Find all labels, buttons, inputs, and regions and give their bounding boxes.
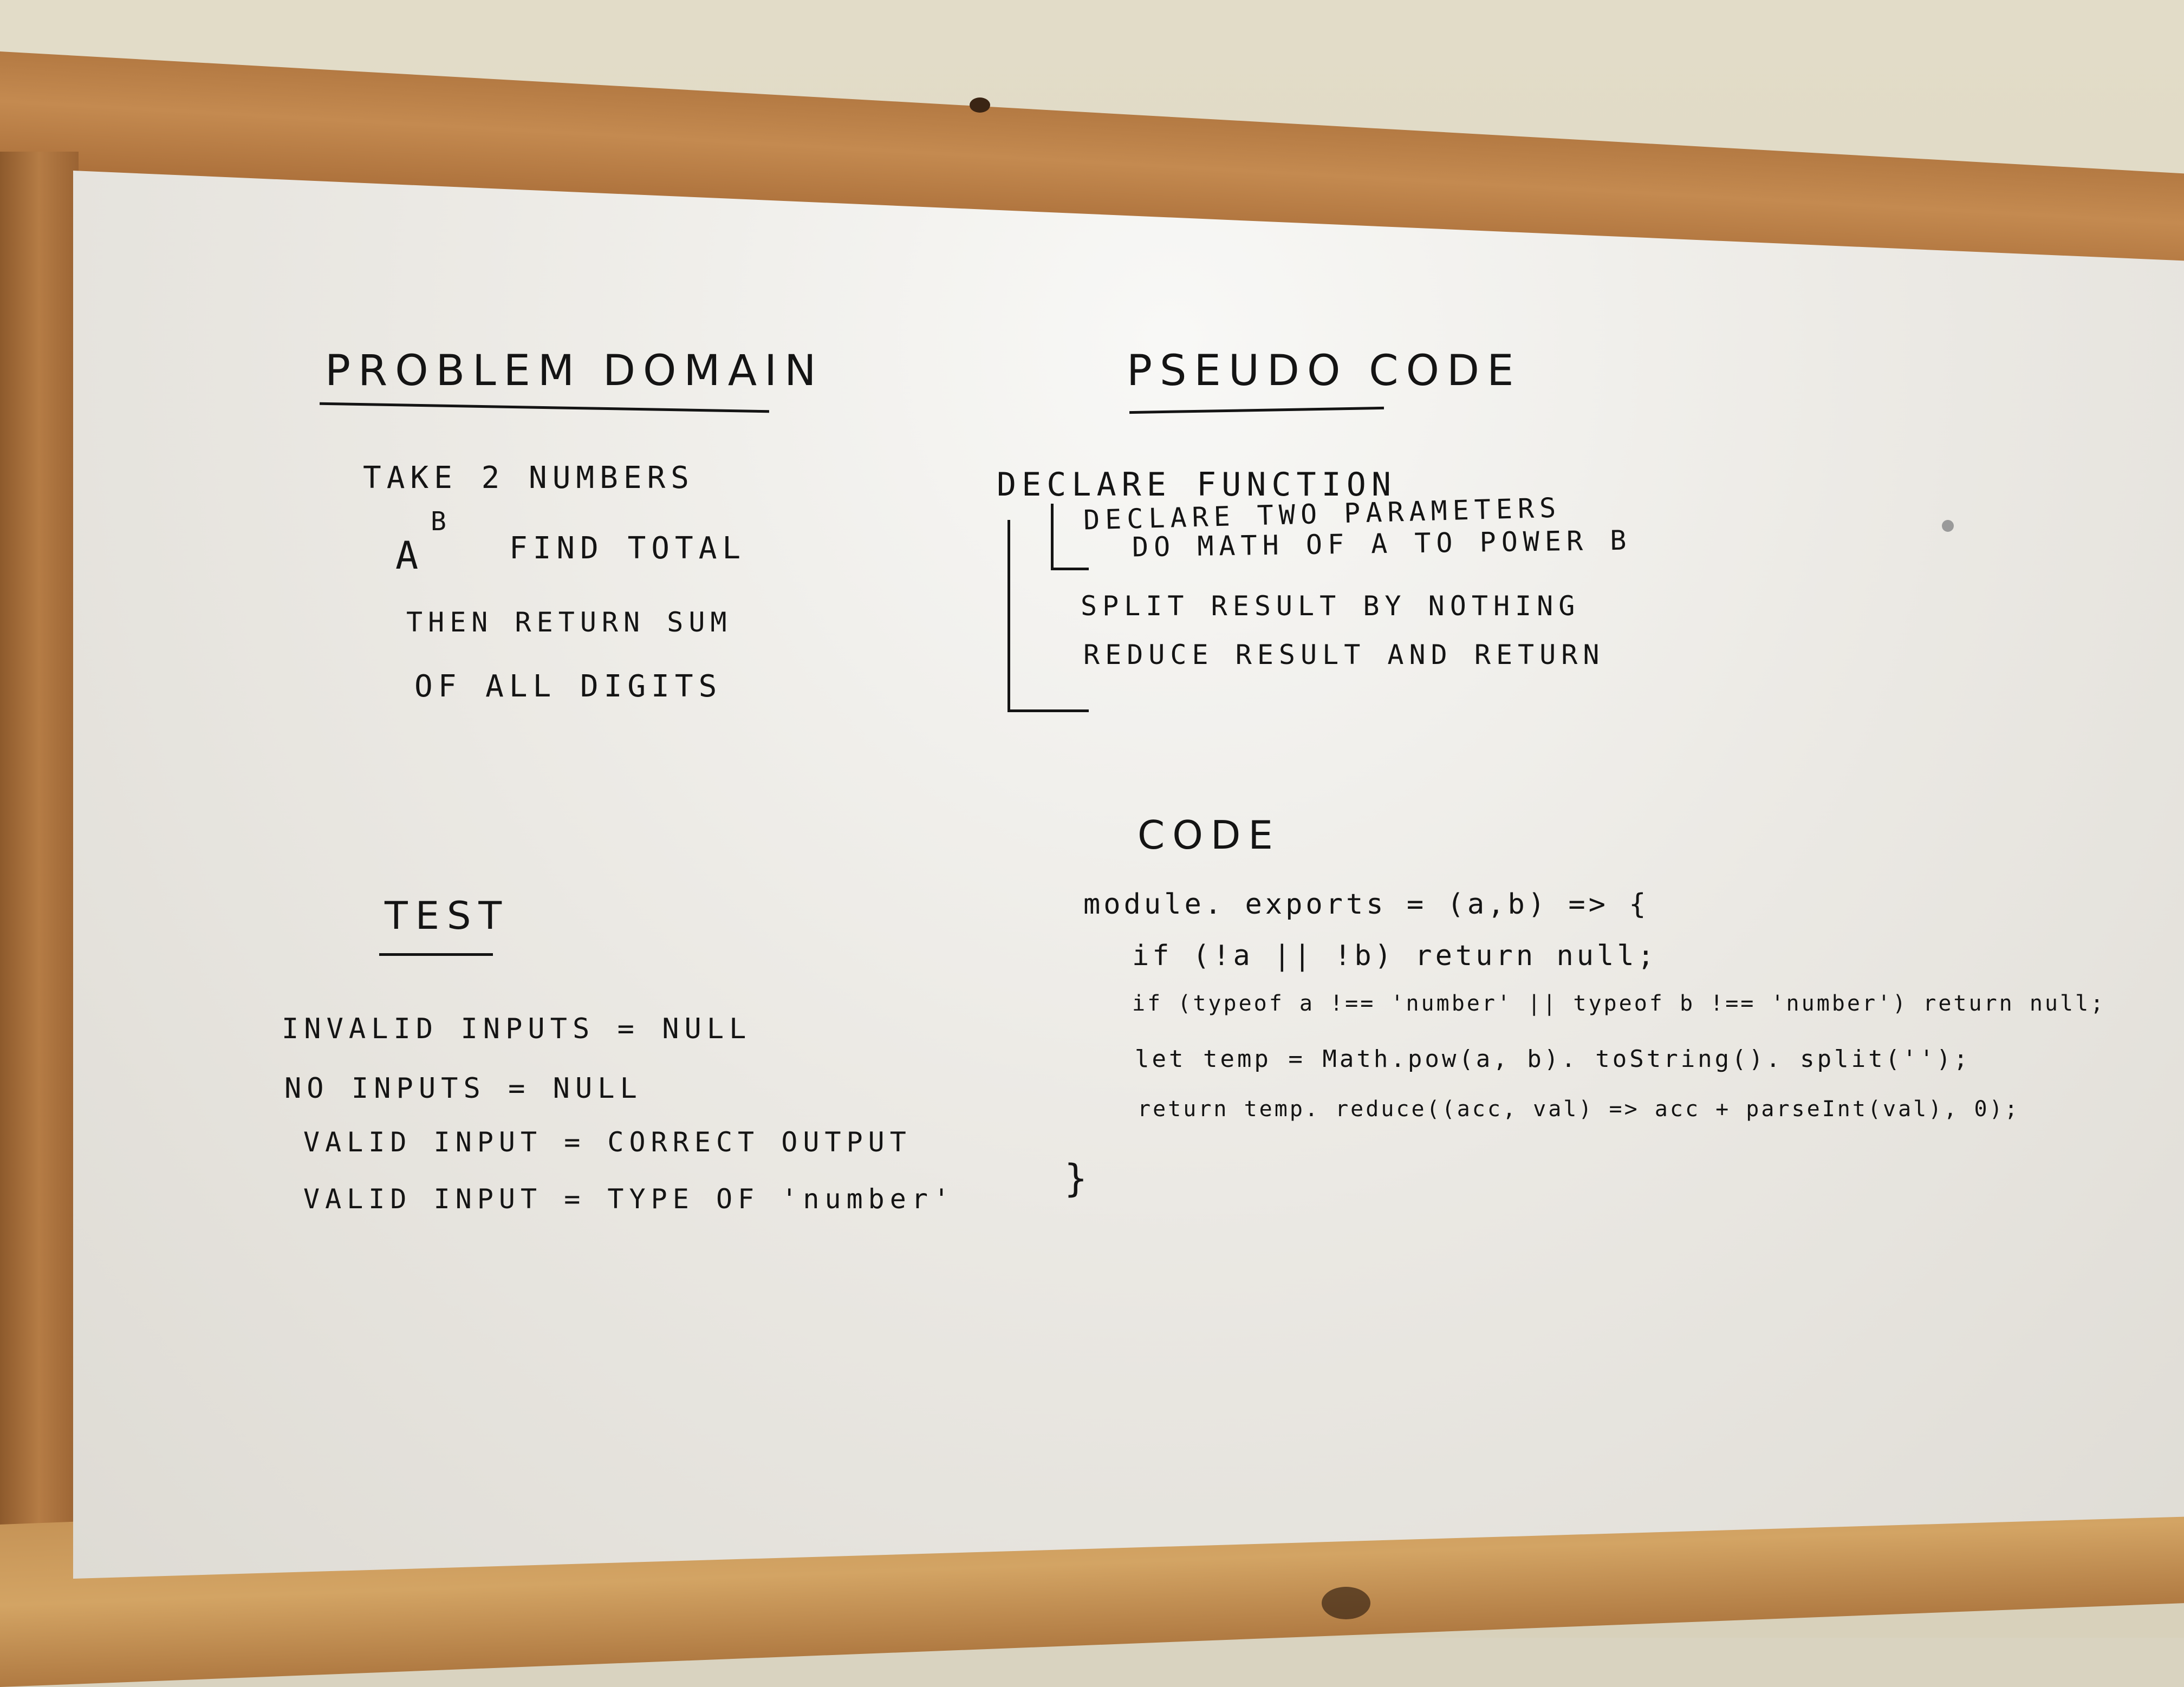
wood-knot [1322,1587,1370,1619]
whiteboard-magnet [1942,520,1954,532]
code-title: CODE [1138,812,1280,858]
pseudo-line: DECLARE FUNCTION [997,466,1396,504]
code-line: if (!a || !b) return null; [1132,940,1658,972]
problem-domain-title: PROBLEM DOMAIN [325,347,824,395]
code-line: } [1064,1156,1091,1201]
test-line: NO INPUTS = NULL [284,1072,642,1105]
wood-knot [970,97,990,113]
pseudo-line: SPLIT RESULT BY NOTHING [1081,590,1581,622]
pseudo-line: REDUCE RESULT AND RETURN [1083,639,1605,670]
code-line: return temp. reduce((acc, val) => acc + … [1138,1097,2020,1122]
bracket-line [1007,709,1089,712]
code-line: let temp = Math.pow(a, b). toString(). s… [1135,1045,1971,1073]
bracket-line [1051,568,1089,570]
test-line: VALID INPUT = TYPE OF 'number' [303,1183,955,1215]
exponent-superscript: B [431,506,446,537]
test-line: INVALID INPUTS = NULL [282,1013,752,1045]
problem-line: FIND TOTAL [509,531,746,566]
problem-line: TAKE 2 NUMBERS [363,460,695,496]
problem-line: A [395,533,424,578]
pseudo-code-title: PSEUDO CODE [1127,347,1522,395]
test-line: VALID INPUT = CORRECT OUTPUT [303,1126,912,1158]
underline [379,953,493,956]
bracket-line [1007,520,1010,712]
problem-line: OF ALL DIGITS [414,669,723,704]
problem-line: THEN RETURN SUM [406,607,732,638]
whiteboard-frame-left [0,152,79,1638]
code-line: if (typeof a !== 'number' || typeof b !=… [1132,991,2106,1016]
test-title: TEST [385,894,510,938]
code-line: module. exports = (a,b) => { [1083,888,1649,921]
bracket-line [1051,504,1054,569]
